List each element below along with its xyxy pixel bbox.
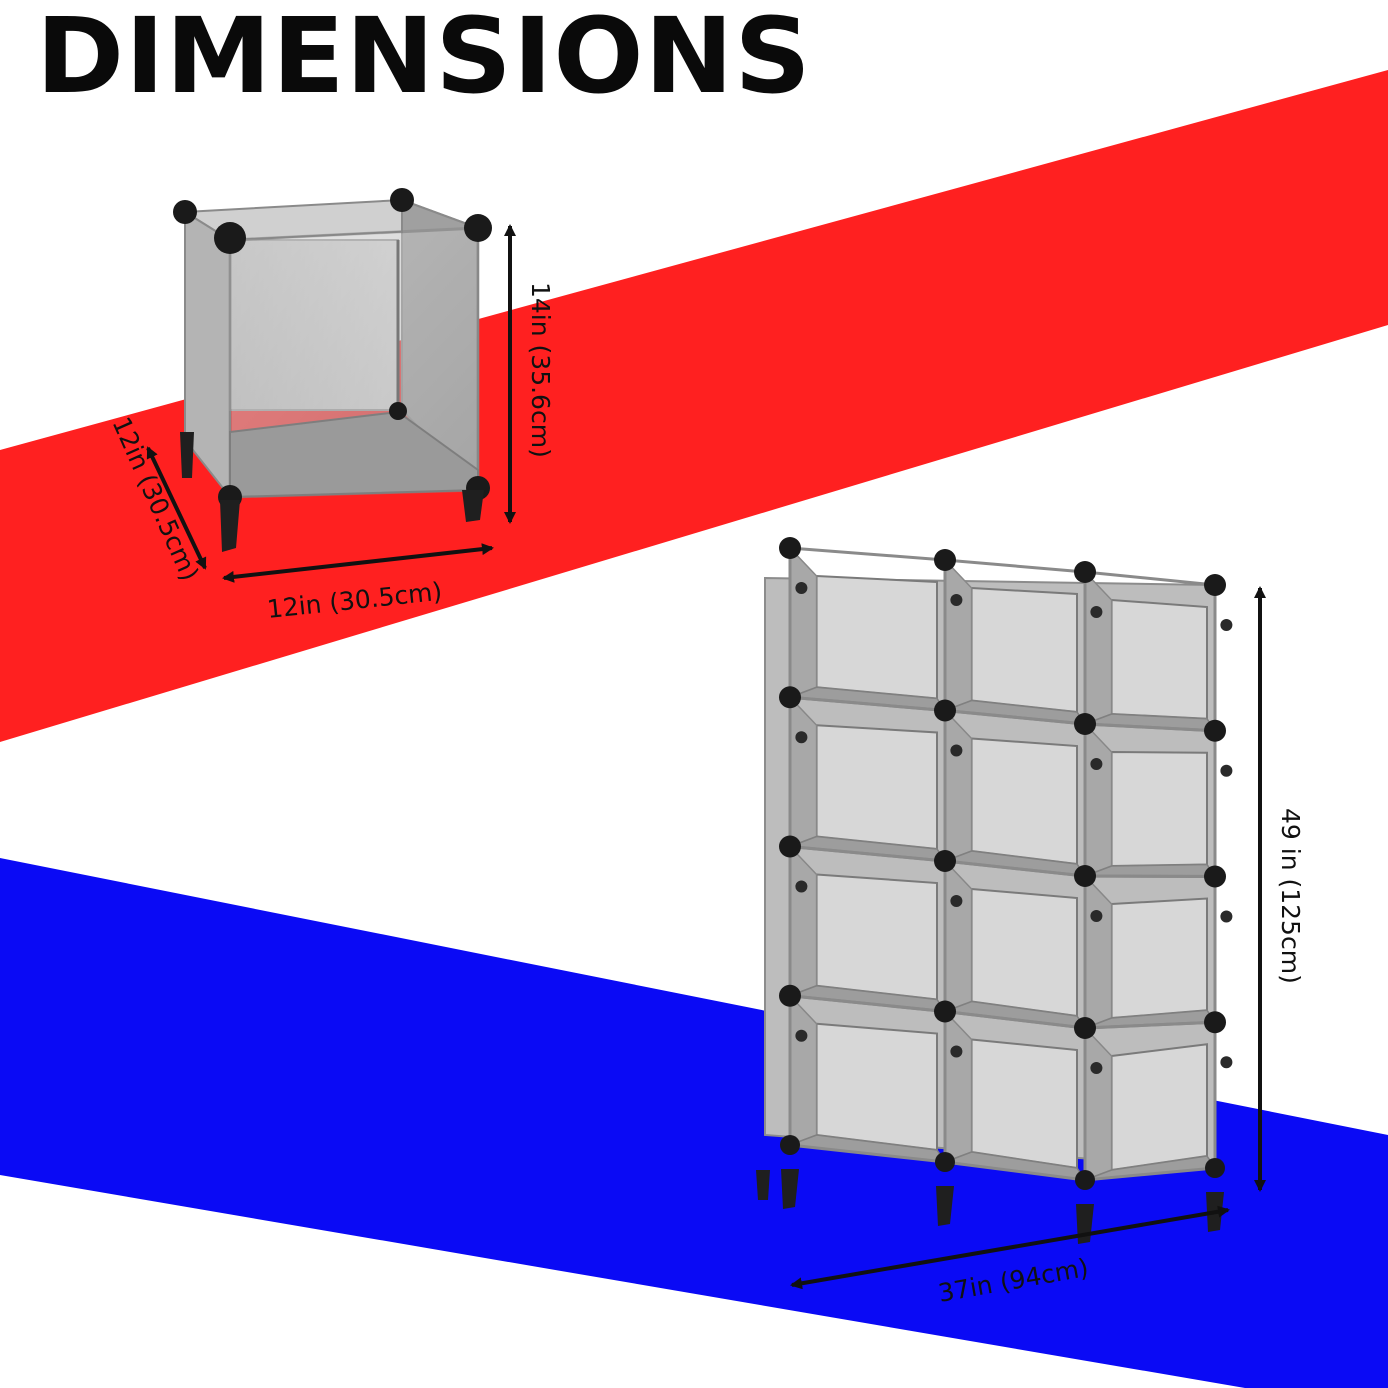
single-cube: [173, 188, 492, 552]
single-depth-arrow: [146, 446, 207, 570]
cube-shelf: [756, 537, 1233, 1244]
shelf-height-label: 49 in (125cm): [1276, 808, 1305, 984]
page-title: DIMENSIONS: [36, 0, 812, 117]
single-width-arrow: [222, 543, 494, 583]
shelf-width-arrow: [790, 1205, 1230, 1290]
single-height-label: 14in (35.6cm): [526, 282, 555, 458]
